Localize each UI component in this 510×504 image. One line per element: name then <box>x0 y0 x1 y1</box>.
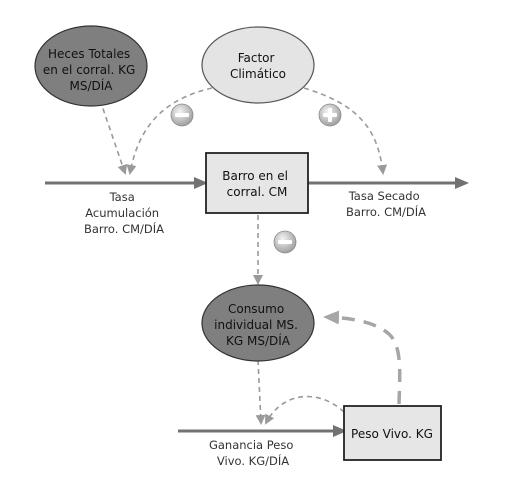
node-barro-corral: Barro en el corral. CM <box>205 152 309 214</box>
node-peso-vivo: Peso Vivo. KG <box>343 405 442 461</box>
svg-text:Peso Vivo. KG: Peso Vivo. KG <box>351 427 433 441</box>
flow-secado-label: Tasa Secado Barro. CM/DÍA <box>346 189 426 219</box>
node-consumo-line: KG MS/DÍA <box>226 333 291 348</box>
link-factor-to-secado <box>303 87 388 175</box>
link-heces-to-acumulacion <box>99 99 128 175</box>
node-barro-line: corral. CM <box>227 185 288 199</box>
node-heces-line: Heces Totales <box>48 47 130 61</box>
node-factor-line: Climático <box>230 67 286 81</box>
node-heces-totales: Heces Totales en el corral. KG MS/DÍA <box>34 25 148 107</box>
link-peso-to-consumo-feedback <box>323 310 402 405</box>
link-peso-to-ganancia <box>265 395 345 425</box>
flow-ganancia-label: Ganancia Peso Vivo. KG/DÍA <box>209 438 297 468</box>
node-barro-line: Barro en el <box>222 169 288 183</box>
flow-acumulacion-label: Tasa Acumulación Barro. CM/DÍA <box>84 190 164 236</box>
node-heces-line: MS/DÍA <box>69 78 113 93</box>
link-consumo-to-ganancia <box>255 359 266 425</box>
node-peso-line: Peso Vivo. KG <box>351 427 433 441</box>
minus-sign-icon <box>170 103 194 127</box>
svg-text:Consumo individual MS.: Consumo individual MS. KG MS/DÍA <box>214 302 302 348</box>
node-consumo-individual: Consumo individual MS. KG MS/DÍA <box>201 284 315 362</box>
node-heces-line: en el corral. KG <box>43 63 135 77</box>
node-factor-line: Factor <box>238 51 275 65</box>
node-factor-climatico: Factor Climático <box>201 26 315 104</box>
svg-text:Heces Totales en el corr: Heces Totales en el corral. KG MS/DÍA <box>43 47 139 93</box>
plus-sign-icon <box>318 103 342 127</box>
node-consumo-line: Consumo <box>228 302 284 316</box>
svg-text:Factor Climático: Factor Climático <box>230 51 286 81</box>
node-consumo-line: individual MS. <box>214 318 298 332</box>
link-factor-to-acumulacion <box>126 87 213 175</box>
minus-sign-icon <box>273 230 297 254</box>
svg-text:Barro en el corral. CM: Barro en el corral. CM <box>222 169 291 199</box>
